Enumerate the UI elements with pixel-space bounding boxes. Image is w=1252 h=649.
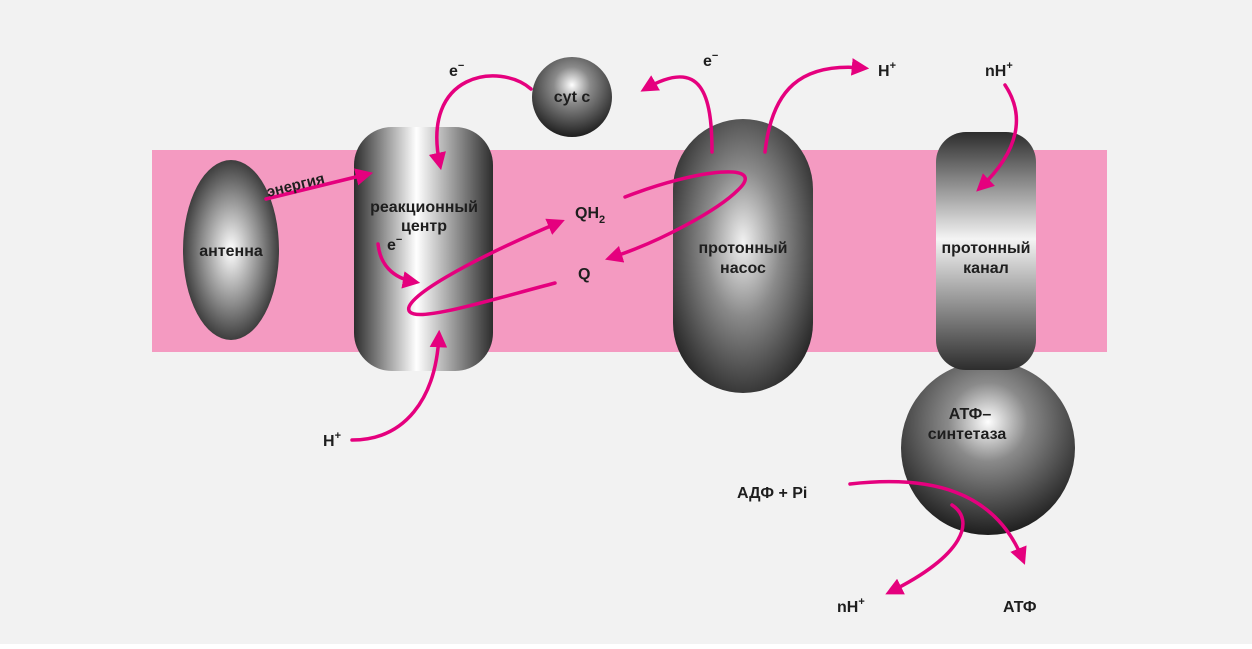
reaction-center bbox=[354, 127, 493, 371]
atp-synthase bbox=[901, 361, 1075, 535]
proton-label-pump: H+ bbox=[878, 60, 896, 80]
adp-pi-label: АДФ + Pi bbox=[737, 485, 807, 502]
nh-label-bottom: nH+ bbox=[837, 596, 865, 616]
cyt-c-label: cyt c bbox=[554, 89, 591, 106]
q-label: Q bbox=[578, 266, 590, 283]
q-reduction-arrow bbox=[406, 218, 565, 317]
cytochrome-c bbox=[532, 57, 612, 137]
electron-arrow-cyt-to-rc bbox=[428, 74, 533, 171]
antenna-label: антенна bbox=[199, 243, 263, 260]
atp-synthase-label-line2: синтетаза bbox=[928, 426, 1007, 443]
proton-pump-label-line2: насос bbox=[720, 260, 766, 277]
proton-channel-label-line1: протонный bbox=[941, 240, 1030, 257]
proton-channel bbox=[936, 132, 1036, 370]
qh2-label: QH2 bbox=[575, 205, 605, 226]
proton-pump-label-line1: протонный bbox=[698, 240, 787, 257]
electron-arrow-internal bbox=[376, 242, 421, 289]
atp-synthase-label-line1: АТФ– bbox=[949, 406, 992, 423]
proton-release-arrow bbox=[763, 58, 870, 154]
electron-label-internal: e− bbox=[387, 234, 402, 254]
qh2-oxidation-arrow bbox=[605, 170, 747, 263]
electron-label-left: e− bbox=[449, 60, 464, 80]
proton-label-rc: H+ bbox=[323, 430, 341, 450]
energy-transfer-arrow bbox=[264, 168, 374, 201]
proton-exit-arrow bbox=[885, 503, 965, 595]
proton-channel-label-line2: канал bbox=[963, 260, 1009, 277]
atp-synthesis-arrow bbox=[848, 479, 1027, 565]
antenna-complex bbox=[183, 160, 279, 340]
electron-label-right: e− bbox=[703, 50, 718, 70]
reaction-center-label-line1: реакционный bbox=[370, 199, 478, 216]
proton-pump bbox=[673, 119, 813, 393]
electron-arrow-pump-to-cyt bbox=[640, 75, 714, 154]
reaction-center-label-line2: центр bbox=[401, 218, 447, 235]
proton-entry-arrow bbox=[976, 83, 1019, 192]
proton-uptake-arrow bbox=[350, 329, 448, 442]
nh-label-top: nH+ bbox=[985, 60, 1013, 80]
atp-label: АТФ bbox=[1003, 599, 1037, 616]
